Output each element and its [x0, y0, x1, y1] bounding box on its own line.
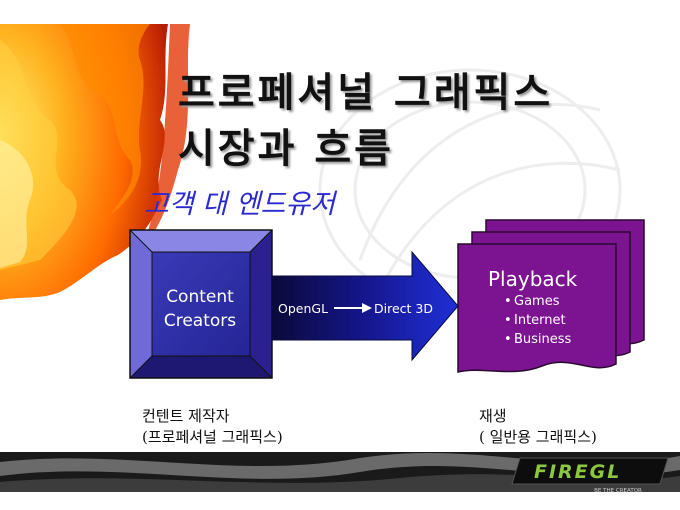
- caption-left-line-2: (프로페셔널 그래픽스): [142, 428, 283, 446]
- playback-bullet-3: •: [504, 332, 512, 347]
- playback-item-internet: Internet: [514, 313, 566, 328]
- direct3d-label: Direct 3D: [374, 301, 433, 316]
- playback-item-games: Games: [514, 294, 560, 309]
- slide-subtitle: 고객 대 엔드유저: [144, 189, 336, 220]
- opengl-label: OpenGL: [278, 301, 328, 316]
- transition-arrow: [271, 250, 459, 362]
- playback-item-business: Business: [514, 332, 572, 347]
- small-arrow-head: [362, 303, 372, 313]
- caption-right: 재생 ( 일반용 그래픽스): [479, 406, 597, 448]
- firegl-logo-text: FIREGL: [534, 461, 621, 483]
- playback-stack: [457, 219, 645, 373]
- caption-right-line-1: 재생: [479, 407, 507, 425]
- slide-title-line-1: 프로페셔널 그래픽스: [178, 70, 554, 116]
- flame-graphic: [0, 24, 190, 300]
- content-creators-label-1: Content: [166, 287, 234, 307]
- firegl-logo-tagline: BE THE CREATOR: [594, 488, 642, 494]
- content-creators-box: [129, 229, 273, 379]
- caption-left: 컨텐트 제작자 (프로페셔널 그래픽스): [142, 406, 283, 448]
- slide-title-line-2: 시장과 흐름: [178, 126, 394, 172]
- playback-bullet-2: •: [504, 313, 512, 328]
- caption-left-line-1: 컨텐트 제작자: [142, 407, 230, 425]
- content-creators-label-2: Creators: [164, 311, 236, 331]
- playback-title: Playback: [488, 267, 578, 291]
- firegl-logo: FIREGL BE THE CREATOR: [511, 457, 669, 494]
- caption-right-line-2: ( 일반용 그래픽스): [479, 428, 597, 446]
- playback-bullet-1: •: [504, 294, 512, 309]
